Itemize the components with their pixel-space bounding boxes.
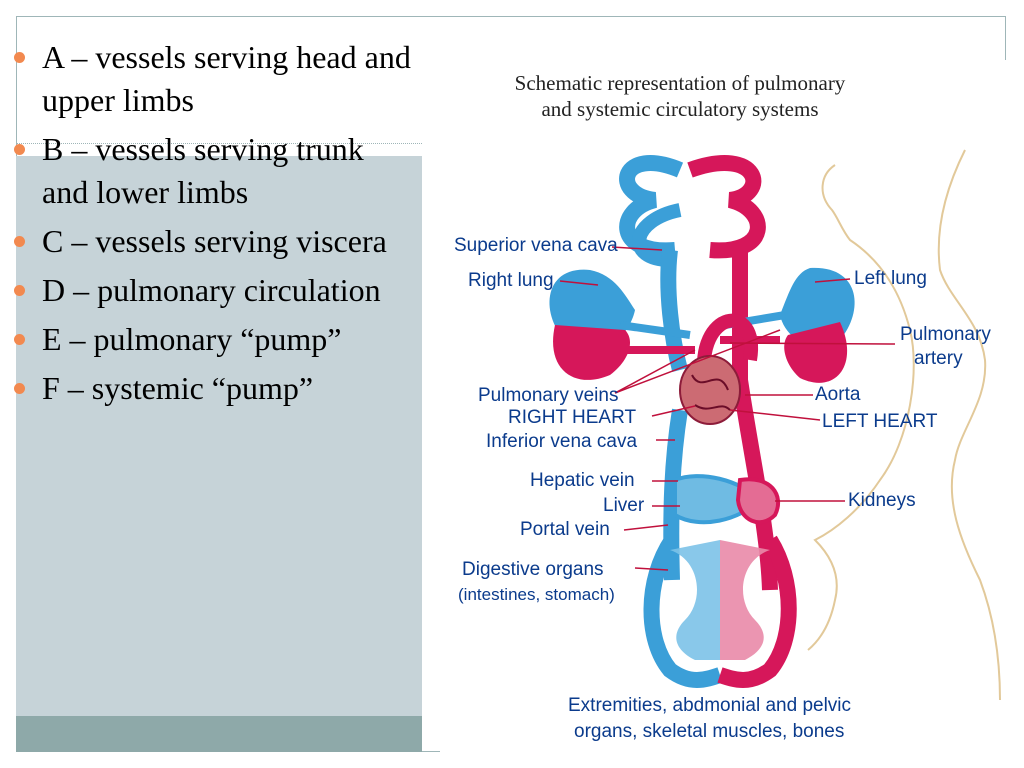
bullet-dot-icon	[14, 383, 25, 394]
label-extremities-line1: Extremities, abdmonial and pelvic	[568, 695, 852, 716]
bullet-dot-icon	[14, 52, 25, 63]
bullet-dot-icon	[14, 144, 25, 155]
kidney-network	[735, 477, 781, 525]
label-superior-vena-cava: Superior vena cava	[454, 235, 618, 256]
bullet-dot-icon	[14, 334, 25, 345]
bullet-text: B – vessels serving trunk and lower limb…	[42, 131, 364, 210]
bullet-item: E – pulmonary “pump”	[12, 318, 412, 361]
body-silhouette	[807, 164, 915, 651]
lower-artery-loop	[717, 535, 797, 688]
upper-limb-vein-loop	[632, 203, 682, 267]
bullet-dot-icon	[14, 236, 25, 247]
right-lung-arterial	[553, 325, 630, 380]
bullet-text: A – vessels serving head and upper limbs	[42, 39, 411, 118]
label-kidneys: Kidneys	[848, 490, 916, 511]
label-pulmonary-veins: Pulmonary veins	[478, 385, 619, 406]
label-pulmonary-artery-2: artery	[914, 348, 963, 369]
dotted-divider	[16, 143, 422, 144]
label-digestive-organs-sub: (intestines, stomach)	[458, 585, 615, 604]
diagram-title: Schematic representation of pulmonary an…	[440, 70, 920, 122]
label-digestive-organs: Digestive organs	[462, 559, 604, 580]
bullet-item: B – vessels serving trunk and lower limb…	[12, 128, 412, 214]
label-right-lung: Right lung	[468, 270, 554, 291]
left-lung-arterial	[784, 322, 848, 383]
bullet-item: A – vessels serving head and upper limbs	[12, 36, 412, 122]
bullet-text: D – pulmonary circulation	[42, 272, 381, 308]
label-pulmonary-artery-1: Pulmonary	[900, 324, 991, 345]
digestive-network-vein	[670, 540, 720, 660]
frame-top-line	[16, 16, 1006, 17]
label-right-heart: RIGHT HEART	[508, 407, 637, 428]
label-left-lung: Left lung	[854, 268, 927, 289]
bullet-text: C – vessels serving viscera	[42, 223, 387, 259]
left-panel-footer-band	[16, 716, 422, 752]
diagram-title-line2: and systemic circulatory systems	[541, 97, 819, 121]
pulmonary-vein-vessels	[619, 311, 786, 339]
label-aorta: Aorta	[815, 384, 861, 405]
diagram-title-line1: Schematic representation of pulmonary	[514, 71, 846, 95]
left-panel-background	[16, 156, 422, 716]
descending-aorta	[732, 249, 778, 591]
bullet-item: C – vessels serving viscera	[12, 220, 412, 263]
heart-detail	[691, 374, 731, 411]
lower-vein-loop	[643, 535, 723, 688]
digestive-network-artery	[720, 540, 770, 660]
bullet-list: A – vessels serving head and upper limbs…	[12, 36, 412, 416]
bullet-item: F – systemic “pump”	[12, 367, 412, 410]
bullet-text: E – pulmonary “pump”	[42, 321, 342, 357]
back-silhouette	[937, 149, 1001, 701]
circulation-illustration	[549, 149, 1001, 701]
label-inferior-vena-cava: Inferior vena cava	[486, 431, 638, 452]
bullet-item: D – pulmonary circulation	[12, 269, 412, 312]
heart	[679, 355, 741, 425]
frame-right-line	[1005, 16, 1006, 66]
label-liver: Liver	[603, 495, 645, 516]
leader-lines	[559, 246, 896, 571]
circulation-diagram: Schematic representation of pulmonary an…	[440, 60, 1006, 752]
label-left-heart: LEFT HEART	[822, 411, 938, 432]
label-extremities-line2: organs, skeletal muscles, bones	[574, 721, 845, 742]
label-portal-vein: Portal vein	[520, 519, 610, 540]
bullet-text: F – systemic “pump”	[42, 370, 314, 406]
bullet-dot-icon	[14, 285, 25, 296]
label-hepatic-vein: Hepatic vein	[530, 470, 635, 491]
head-artery-loop	[687, 155, 766, 259]
